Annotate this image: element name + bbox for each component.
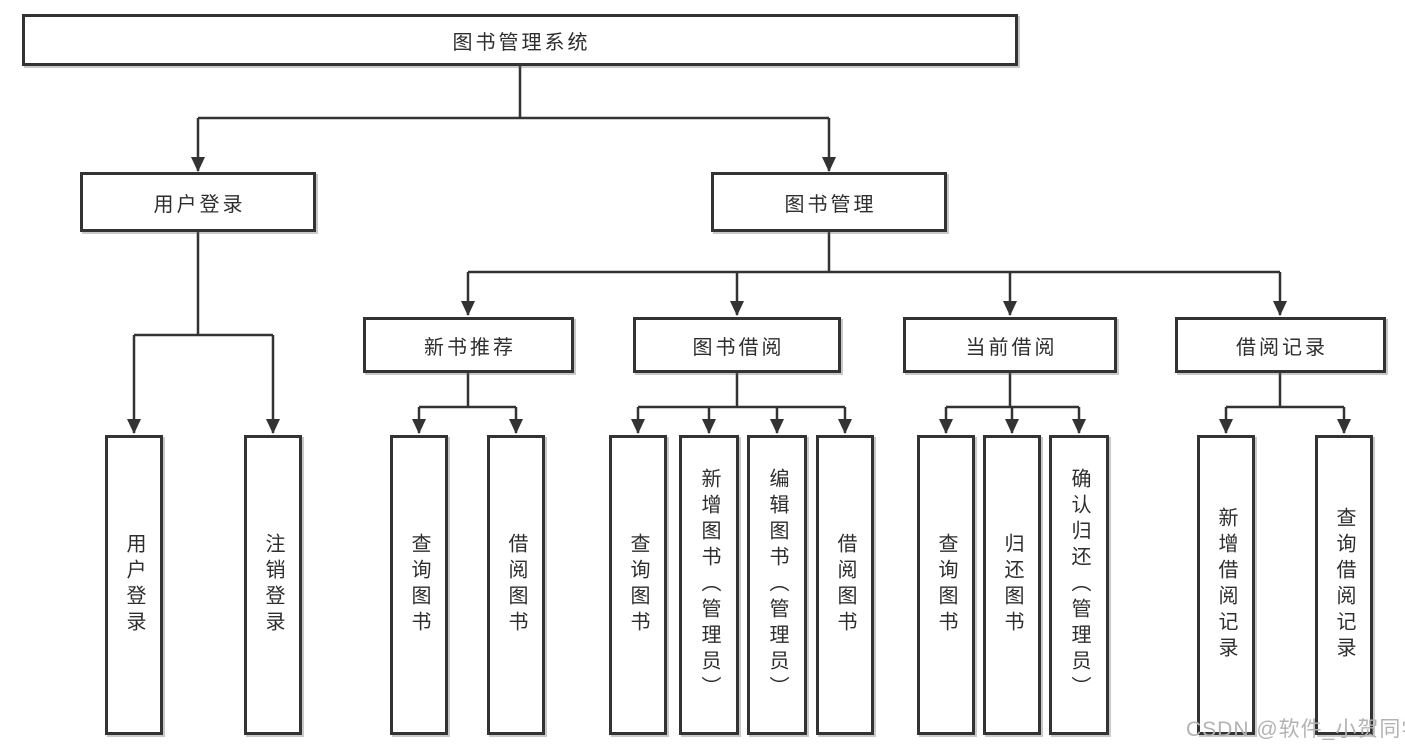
node-book-borrowing: 图书借阅 [633, 317, 841, 373]
node-borrow-records: 借阅记录 [1175, 317, 1386, 373]
node-current-borrowing-label: 当前借阅 [965, 336, 1058, 359]
node-book-management-label: 图书管理 [784, 193, 877, 216]
leaf-add-borrow-record-label: 新增借阅记录 [1215, 507, 1237, 663]
node-user-login-label: 用户登录 [153, 193, 246, 216]
leaf-borrow-books-recommend-label: 借阅图书 [505, 533, 527, 637]
node-current-borrowing: 当前借阅 [903, 317, 1117, 373]
leaf-add-borrow-record: 新增借阅记录 [1197, 435, 1255, 735]
node-system-root-label: 图书管理系统 [452, 31, 591, 54]
node-user-login: 用户登录 [80, 172, 316, 232]
leaf-query-books-current: 查询图书 [917, 435, 975, 735]
leaf-query-books-borrowing: 查询图书 [609, 435, 667, 735]
leaf-user-login: 用户登录 [105, 435, 163, 735]
leaf-edit-book-admin: 编辑图书（管理员） [747, 435, 807, 735]
leaf-logout-label: 注销登录 [262, 533, 284, 637]
node-system-root: 图书管理系统 [22, 14, 1018, 66]
leaf-confirm-return-admin-label: 确认归还（管理员） [1068, 468, 1090, 702]
leaf-query-books-current-label: 查询图书 [935, 533, 957, 637]
leaf-edit-book-admin-label: 编辑图书（管理员） [766, 468, 788, 702]
leaf-query-borrow-record-label: 查询借阅记录 [1333, 507, 1355, 663]
leaf-return-books-label: 归还图书 [1001, 533, 1023, 637]
leaf-add-book-admin-label: 新增图书（管理员） [698, 468, 720, 702]
leaf-borrow-books: 借阅图书 [816, 435, 874, 735]
leaf-logout: 注销登录 [244, 435, 302, 735]
leaf-confirm-return-admin: 确认归还（管理员） [1049, 435, 1109, 735]
watermark: CSDN @软件_小贺同学 [1186, 718, 1405, 741]
node-borrow-records-label: 借阅记录 [1236, 336, 1328, 359]
leaf-return-books: 归还图书 [983, 435, 1041, 735]
leaf-query-books-borrowing-label: 查询图书 [627, 533, 649, 637]
leaf-add-book-admin: 新增图书（管理员） [679, 435, 739, 735]
leaf-query-borrow-record: 查询借阅记录 [1315, 435, 1373, 735]
node-new-book-recommend-label: 新书推荐 [424, 336, 516, 359]
leaf-user-login-label: 用户登录 [123, 533, 145, 637]
leaf-borrow-books-recommend: 借阅图书 [487, 435, 545, 735]
node-new-book-recommend: 新书推荐 [363, 317, 574, 373]
leaf-borrow-books-label: 借阅图书 [834, 533, 856, 637]
node-book-borrowing-label: 图书借阅 [692, 336, 785, 359]
leaf-query-books-recommend-label: 查询图书 [408, 533, 430, 637]
leaf-query-books-recommend: 查询图书 [390, 435, 448, 735]
node-book-management: 图书管理 [711, 172, 947, 232]
